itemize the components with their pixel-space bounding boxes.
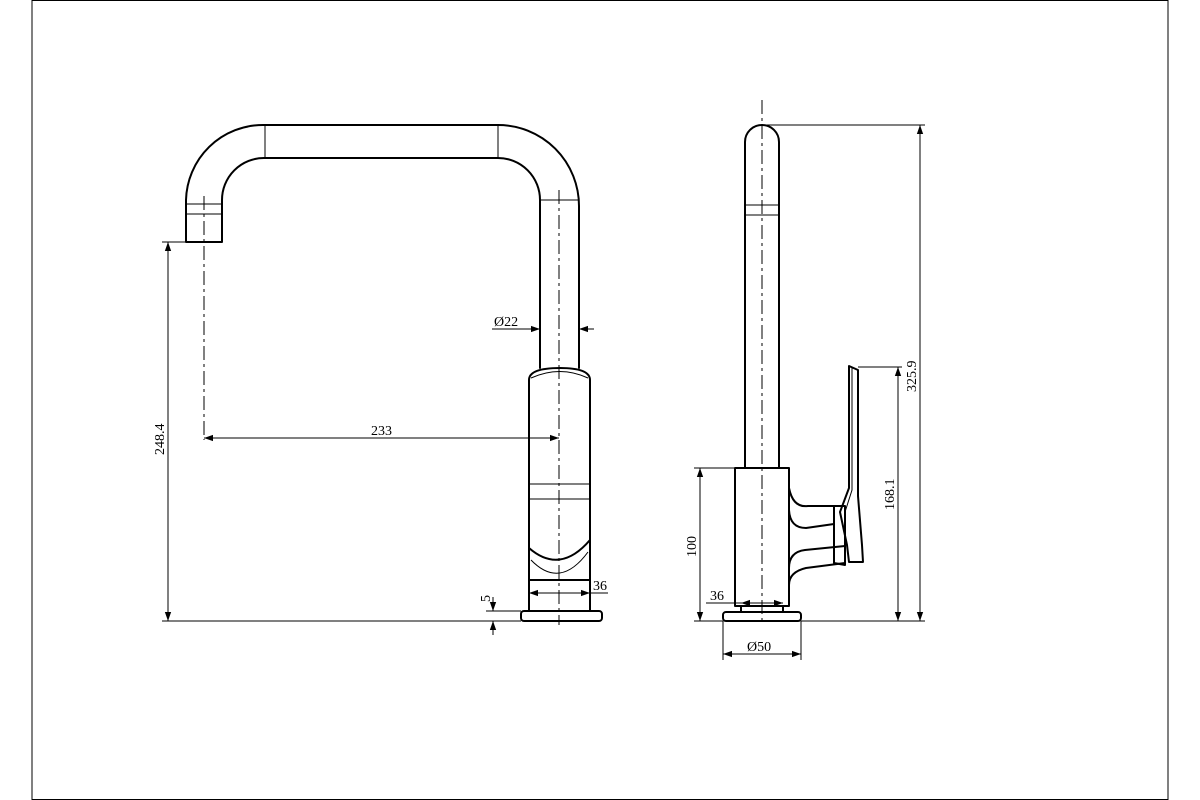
- mixer-front-curve: [528, 539, 591, 561]
- front-view: [185, 124, 603, 625]
- side-cartridge: [833, 505, 846, 566]
- dim-pipe-diameter-label: Ø22: [494, 315, 518, 330]
- dim-total-height-label: 325.9: [905, 361, 920, 393]
- dim-body-height-label: 100: [685, 536, 700, 557]
- mixer-body-cap: [530, 371, 589, 379]
- drawing-frame: [31, 0, 1169, 800]
- dim-reach-label: 233: [371, 424, 392, 439]
- side-lever-handle: [839, 365, 864, 563]
- side-lever-inner: [844, 368, 853, 513]
- side-handle-neck-upper: [788, 487, 835, 529]
- dim-handle-height-label: 168.1: [883, 479, 898, 511]
- dim-plate-diameter-label: Ø50: [747, 640, 771, 655]
- front-dimensions: Ø22 233 248.4 36 5: [153, 241, 608, 635]
- spout-outline: [185, 124, 580, 369]
- base-plate: [520, 610, 603, 622]
- side-dimensions: 325.9 168.1 100 36 Ø50: [685, 124, 925, 660]
- side-handle-neck-lower: [788, 545, 846, 586]
- side-view: [722, 100, 864, 625]
- mixer-body: [528, 367, 591, 581]
- dim-plate-thickness-label: 5: [479, 595, 494, 602]
- dim-body-width-label: 36: [710, 589, 724, 604]
- dim-spout-height-label: 248.4: [153, 424, 168, 456]
- side-base-plate: [722, 611, 802, 622]
- mixer-front-curve-inner: [530, 551, 589, 574]
- dim-base-diameter-label: 36: [593, 579, 607, 594]
